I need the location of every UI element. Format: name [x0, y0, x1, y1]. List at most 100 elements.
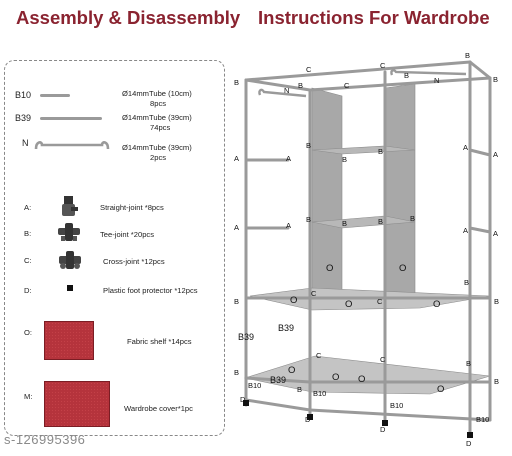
joint-a-desc: Straight-joint *8pcs [100, 203, 164, 212]
joint-label: B [298, 81, 303, 90]
shelf-label: O [332, 372, 339, 383]
tube-label: B10 [248, 381, 261, 390]
joint-d-code: D: [24, 286, 32, 295]
frame-tubes [244, 60, 492, 434]
shelf-label: O [399, 263, 406, 274]
joint-d-desc: Plastic foot protector *12pcs [103, 286, 198, 295]
fabric-o-desc: Fabric shelf *14pcs [127, 337, 192, 346]
joint-label: D [240, 395, 246, 404]
hanger-rod-icon [34, 141, 110, 150]
tube-b10-qty: 8pcs [150, 99, 167, 108]
joint-label: B [234, 78, 239, 87]
hanger-label: N [284, 86, 289, 95]
watermark-text: s-126995396 [4, 432, 86, 447]
joint-label: B [378, 217, 383, 226]
joint-label: B [234, 368, 239, 377]
joint-label: D [380, 425, 386, 434]
tube-b10-spec: Ø14mmTube (10cm) [122, 89, 192, 98]
joint-label: B [493, 75, 498, 84]
tube-label: B39 [278, 323, 294, 333]
fabric-shelf [311, 215, 416, 229]
shelf-label: O [290, 295, 297, 306]
joint-label: C [344, 81, 350, 90]
joint-label: A [286, 154, 291, 163]
joint-label: B [466, 359, 471, 368]
tube-label: B10 [313, 389, 326, 398]
joint-c-desc: Cross-joint *12pcs [103, 257, 165, 266]
joint-label: B [342, 155, 347, 164]
tube-n-qty: 2pcs [150, 153, 167, 162]
tee-joint-icon [58, 223, 80, 241]
hanger-rods [258, 69, 467, 98]
joint-b-code: B: [24, 229, 32, 238]
joint-label: C [311, 289, 317, 298]
shelf-label: O [433, 299, 440, 310]
joint-label: B [494, 297, 499, 306]
shelf-label: O [358, 374, 365, 385]
joint-label: B [378, 147, 383, 156]
straight-joint-icon [62, 196, 78, 216]
cross-joint-icon [59, 251, 81, 269]
joint-label: C [316, 351, 322, 360]
joint-label: D [305, 415, 311, 424]
title-part-2: Instructions For Wardrobe [258, 7, 490, 28]
tube-b39-qty: 74pcs [150, 123, 171, 132]
joint-label: B [306, 141, 311, 150]
fabric-m-code: M: [24, 392, 33, 401]
tube-label: B39 [238, 332, 254, 342]
joint-label: B [404, 71, 409, 80]
joint-label: B [494, 377, 499, 386]
tube-label: B10 [476, 415, 489, 424]
joint-a-code: A: [24, 203, 32, 212]
tube-b39-code: B39 [15, 113, 32, 123]
joint-c-code: C: [24, 256, 32, 265]
joint-label: A [234, 154, 239, 163]
fabric-shelf-swatch [44, 321, 94, 360]
foot-protector [307, 414, 313, 420]
tube-n-code: N [22, 138, 29, 148]
joint-label: A [493, 150, 498, 159]
tube-label: B39 [270, 375, 286, 385]
joint-label: B [306, 215, 311, 224]
shelf-label: O [437, 384, 444, 395]
shelf-label: O [326, 263, 333, 274]
tube-label: B10 [390, 401, 403, 410]
tube-n-spec: Ø14mmTube (39cm) [122, 143, 192, 152]
joint-label: B [234, 297, 239, 306]
fabric-m-desc: Wardrobe cover*1pc [124, 404, 193, 413]
joint-label: B [297, 385, 302, 394]
fabric-shelf [311, 145, 416, 155]
tube-b39-icon [40, 117, 102, 120]
wardrobe-cover-swatch [44, 381, 110, 427]
hanger-label: N [434, 76, 439, 85]
title-part-1: Assembly & Disassembly [16, 7, 241, 28]
shelf-label: O [288, 365, 295, 376]
joint-label: C [377, 297, 383, 306]
tube-b10-code: B10 [15, 90, 32, 100]
joint-label: A [234, 223, 239, 232]
foot-protector [467, 432, 473, 438]
joint-label: A [493, 229, 498, 238]
fabric-shelf [243, 355, 491, 395]
joint-b-desc: Tee-joint *20pcs [100, 230, 155, 239]
joint-label: B [342, 219, 347, 228]
tube-b10-icon [40, 94, 70, 97]
joint-label: B [465, 51, 470, 60]
page-title: Assembly & Disassembly Instructions For … [0, 4, 512, 30]
joint-label: A [286, 221, 291, 230]
joint-label: C [380, 355, 386, 364]
joint-label: C [306, 65, 312, 74]
joint-label: A [463, 226, 468, 235]
joint-label: B [410, 214, 415, 223]
foot-protector-icon [67, 285, 73, 291]
joint-label: A [463, 143, 468, 152]
joint-label: C [380, 61, 386, 70]
joint-label: D [466, 439, 472, 448]
tube-b39-spec: Ø14mmTube (39cm) [122, 113, 192, 122]
shelf-label: O [345, 299, 352, 310]
parts-list-panel [4, 60, 225, 436]
fabric-o-code: O: [24, 328, 33, 337]
foot-protector [243, 400, 249, 406]
foot-protector [382, 420, 388, 426]
